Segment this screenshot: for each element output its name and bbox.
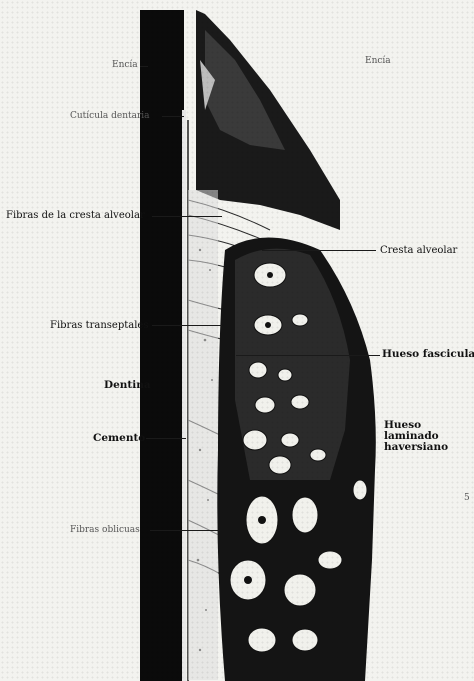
label-lamellar-bone: Hueso laminado haversiano — [384, 420, 472, 453]
leader-crest-fibers — [152, 216, 222, 217]
cementum-line — [182, 110, 186, 681]
label-oblique: Fibras oblicuas — [70, 525, 140, 536]
label-encia: Encía — [365, 56, 391, 67]
label-transseptal: Fibras transeptales — [50, 320, 148, 331]
leader-cementum — [146, 438, 186, 439]
label-cementum: Cemento — [93, 433, 145, 444]
leader-bundle-bone — [236, 355, 380, 356]
leader-transseptal — [152, 325, 222, 326]
label-dentin: Dentina — [104, 380, 151, 391]
label-crest-fibers: Fibras de la cresta alveolar — [6, 210, 145, 221]
leader-alveolar-crest — [262, 250, 376, 251]
leader-oblique — [150, 530, 220, 531]
label-gingiva-bar: Encía — [112, 60, 138, 71]
leader-cuticle — [162, 116, 184, 117]
label-cuticle: Cutícula dentaria — [70, 111, 150, 122]
label-bundle-bone: Hueso fasciculado — [382, 349, 474, 360]
page-mark: 5 — [464, 493, 470, 504]
label-alveolar-crest: Cresta alveolar — [380, 245, 457, 256]
leader-encia-top — [140, 66, 148, 67]
